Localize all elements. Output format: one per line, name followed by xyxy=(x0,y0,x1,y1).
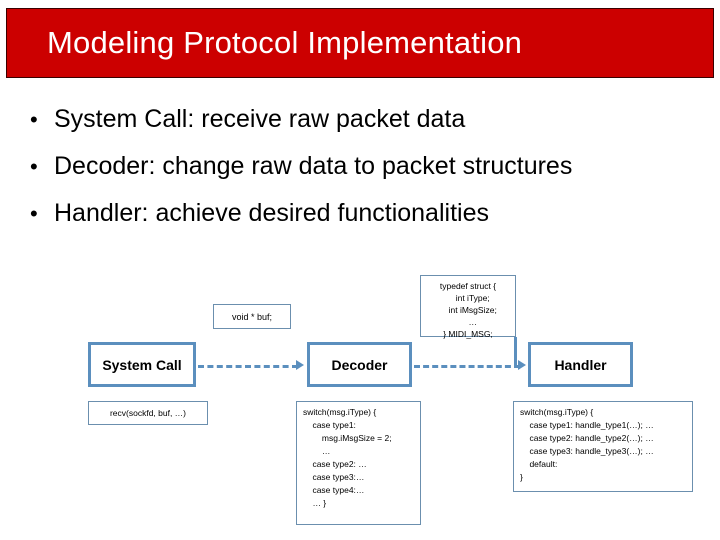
bullet-text: System Call: receive raw packet data xyxy=(54,105,466,133)
bullet-marker-icon: • xyxy=(30,107,38,132)
connector-decoder-to-handler xyxy=(414,365,520,368)
page-title: Modeling Protocol Implementation xyxy=(47,25,523,60)
struct-connector-line xyxy=(514,337,517,365)
bullet-list: • System Call: receive raw packet data •… xyxy=(30,104,700,245)
bullet-text: Decoder: change raw data to packet struc… xyxy=(54,152,573,180)
connector-system-call-to-decoder xyxy=(198,365,298,368)
arrowhead-icon xyxy=(518,360,526,370)
list-item: • Handler: achieve desired functionaliti… xyxy=(30,198,700,245)
bullet-marker-icon: • xyxy=(30,201,38,226)
list-item: • Decoder: change raw data to packet str… xyxy=(30,151,700,198)
bullet-text: Handler: achieve desired functionalities xyxy=(54,199,489,227)
list-item: • System Call: receive raw packet data xyxy=(30,104,700,151)
code-box-system-call: recv(sockfd, buf, …) xyxy=(88,401,208,425)
bullet-marker-icon: • xyxy=(30,154,38,179)
node-handler[interactable]: Handler xyxy=(528,342,633,387)
code-box-decoder: switch(msg.iType) { case type1: msg.iMsg… xyxy=(296,401,421,525)
struct-note-box: typedef struct { int iType; int iMsgSize… xyxy=(420,275,516,339)
title-banner: Modeling Protocol Implementation xyxy=(6,8,714,78)
node-system-call[interactable]: System Call xyxy=(88,342,196,387)
node-decoder[interactable]: Decoder xyxy=(307,342,412,387)
buffer-note-box: void * buf; xyxy=(213,304,291,329)
arrowhead-icon xyxy=(296,360,304,370)
code-box-handler: switch(msg.iType) { case type1: handle_t… xyxy=(513,401,693,492)
